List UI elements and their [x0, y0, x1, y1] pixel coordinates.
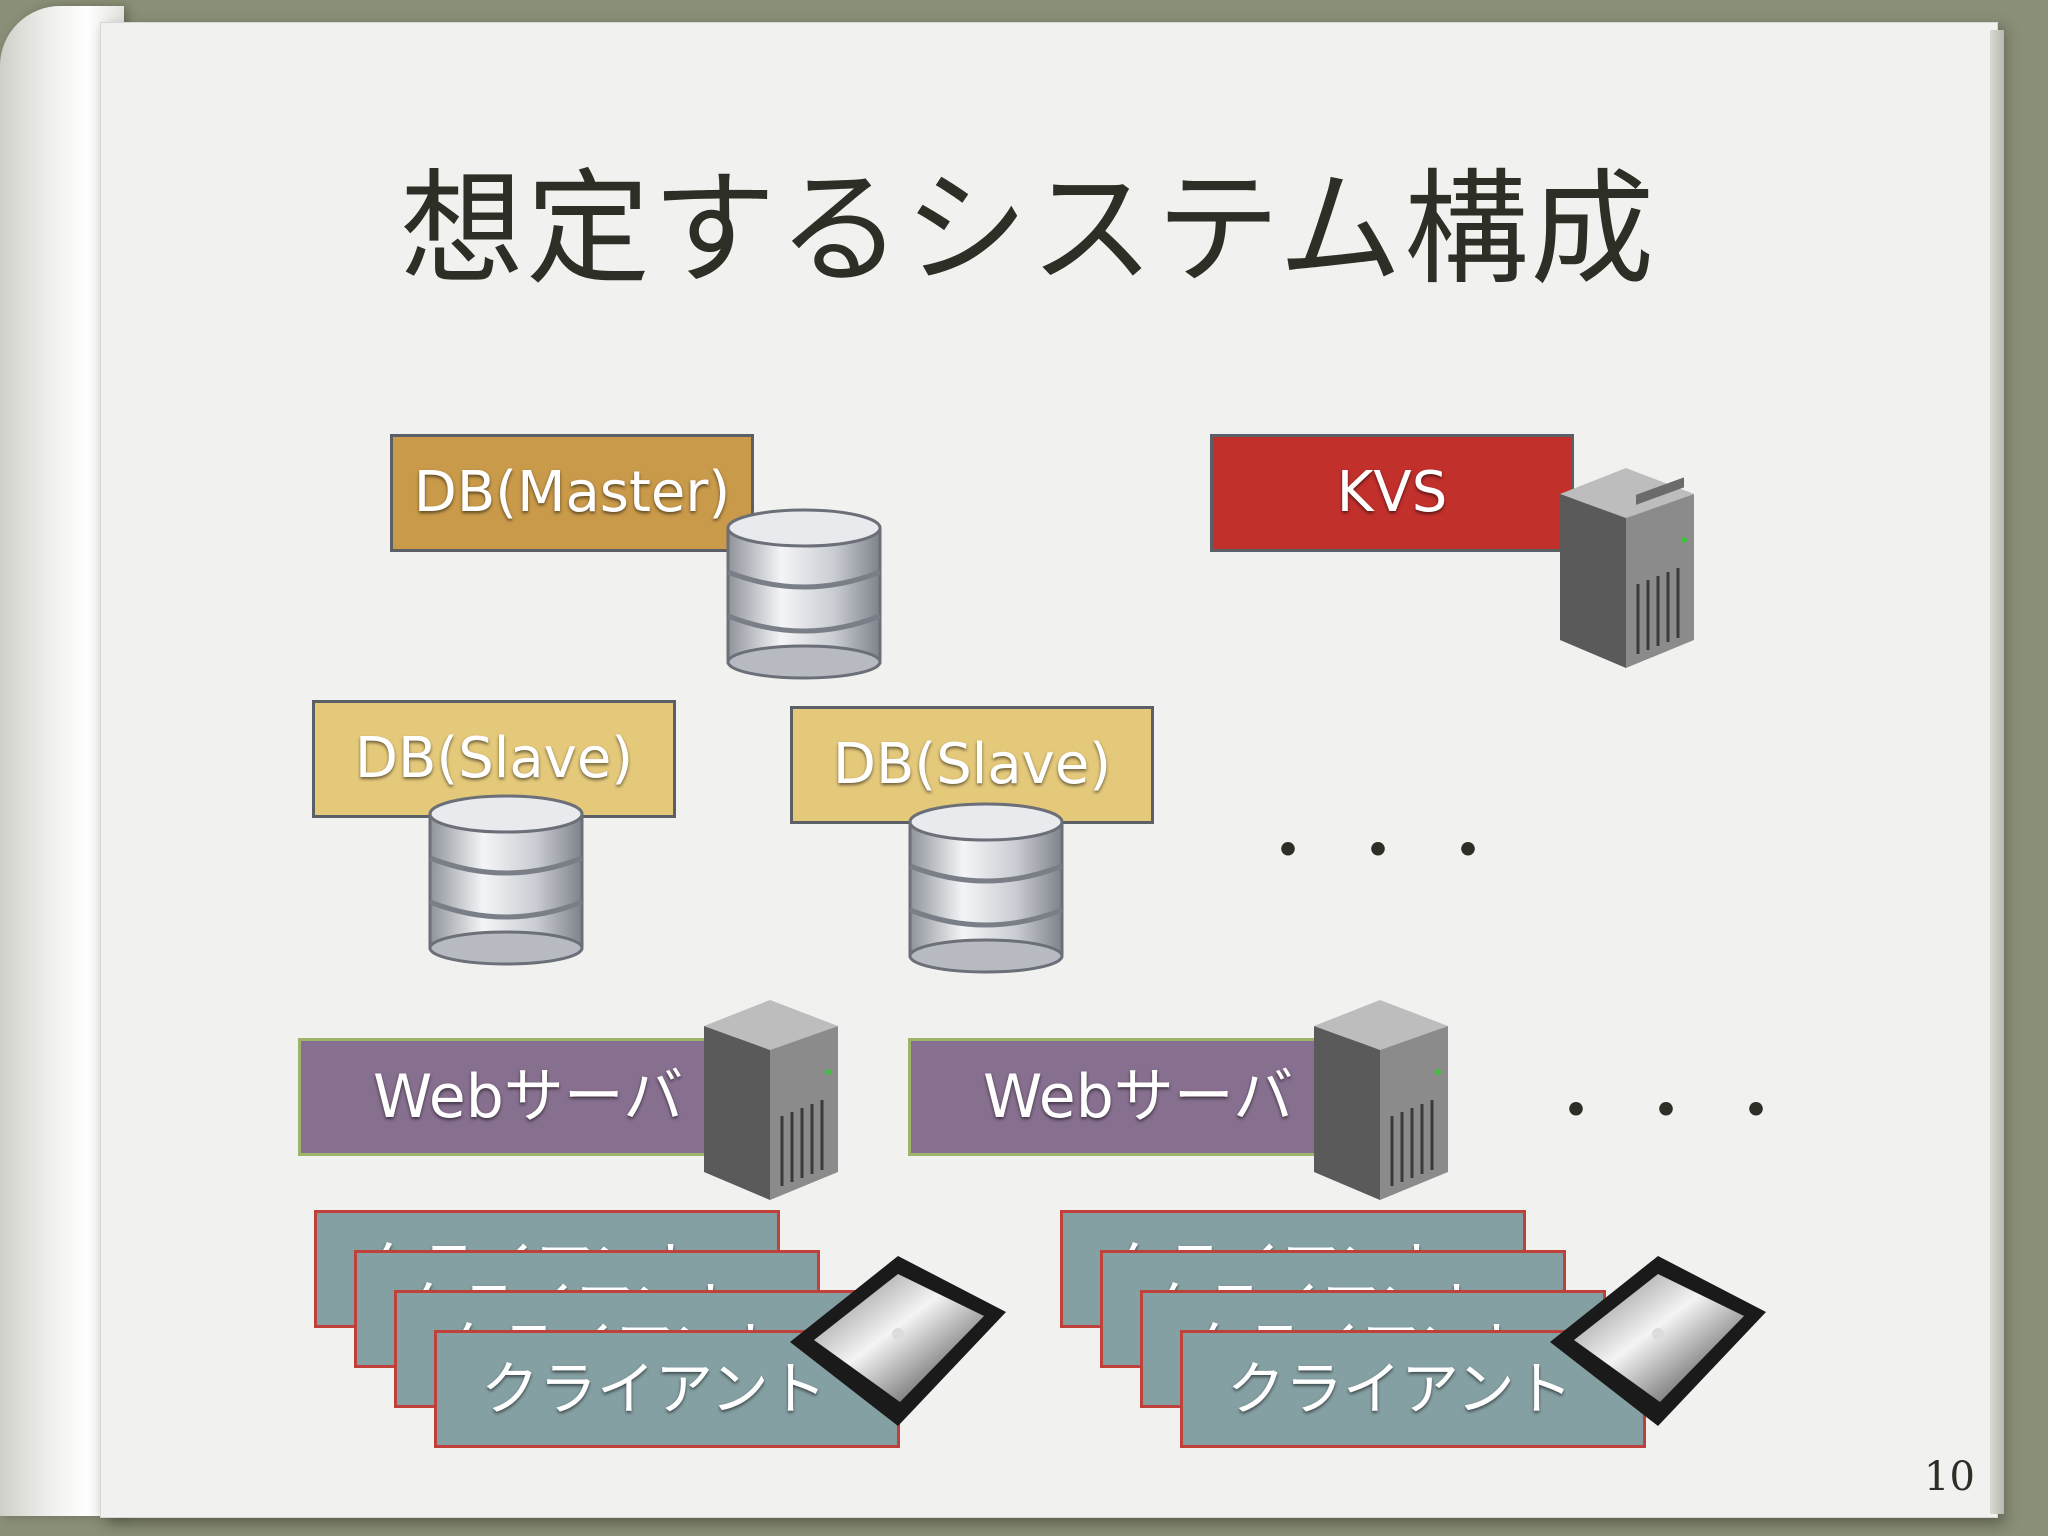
server-tower-icon: [1314, 1000, 1448, 1200]
kvs-label: KVS: [1210, 434, 1574, 552]
ellipsis-web: ・・・: [1544, 1075, 1814, 1149]
tablet-device-icon: [790, 1256, 1006, 1426]
database-icon: [726, 508, 882, 680]
database-icon: [908, 802, 1064, 974]
server-tower-icon: [1560, 468, 1694, 668]
page-number: 10: [1924, 1454, 1975, 1500]
db-slave-label-2: DB(Slave): [790, 706, 1154, 824]
slide-title: 想定するシステム構成: [400, 158, 1657, 302]
web-server-label-1: Webサーバ: [298, 1038, 768, 1156]
paper-edge: [1990, 30, 2004, 1514]
tablet-device-icon: [1550, 1256, 1766, 1426]
db-master-label: DB(Master): [390, 434, 754, 552]
ellipsis-db: ・・・: [1256, 815, 1526, 889]
database-icon: [428, 794, 584, 966]
web-server-label-2: Webサーバ: [908, 1038, 1378, 1156]
server-tower-icon: [704, 1000, 838, 1200]
